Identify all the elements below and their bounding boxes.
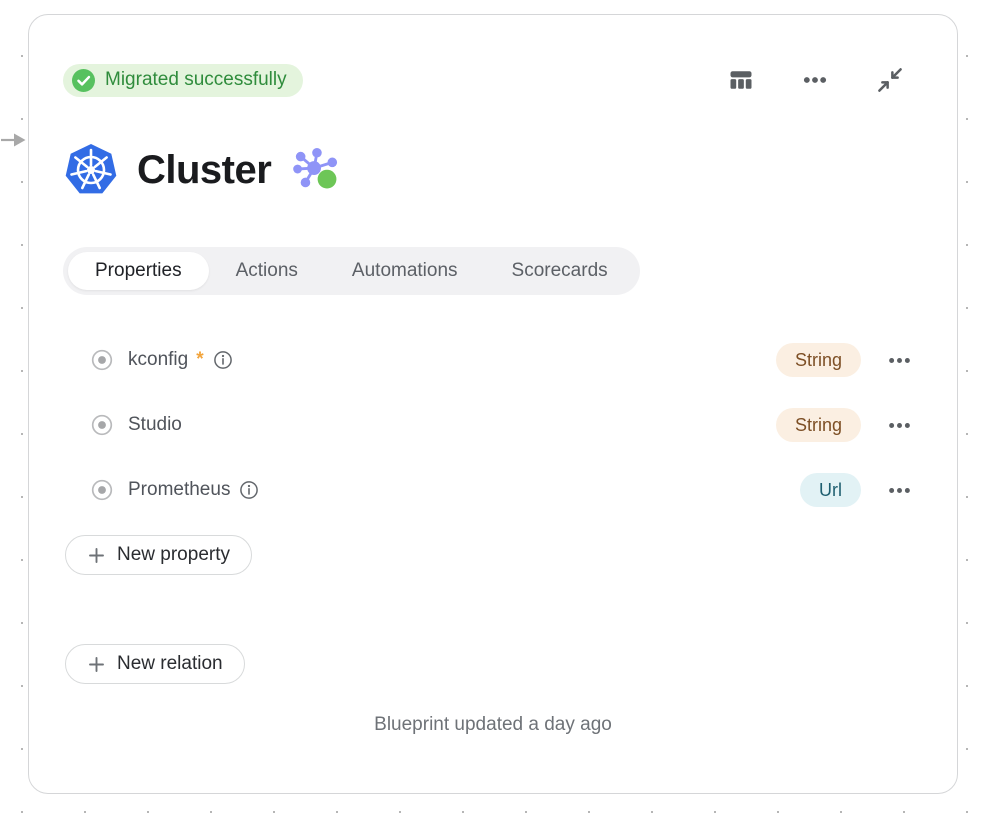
- property-bullet-icon: [91, 414, 113, 436]
- tab-properties[interactable]: Properties: [68, 252, 209, 290]
- property-name: Prometheus: [128, 479, 231, 500]
- new-relation-label: New relation: [117, 653, 223, 674]
- property-type-badge[interactable]: Url: [800, 473, 861, 507]
- kubernetes-icon: [65, 144, 117, 194]
- more-horizontal-icon: [889, 422, 910, 428]
- tab-actions[interactable]: Actions: [209, 252, 325, 290]
- status-badge-label: Migrated successfully: [105, 69, 287, 90]
- property-row-prometheus: Prometheus Url: [91, 470, 912, 510]
- property-row-kconfig: kconfig * String: [91, 340, 912, 380]
- more-horizontal-icon: [803, 77, 827, 83]
- property-name: Studio: [128, 414, 182, 435]
- property-bullet-icon: [91, 349, 113, 371]
- more-menu-button[interactable]: [799, 64, 831, 96]
- property-row-studio: Studio String: [91, 405, 912, 445]
- title-row: Cluster: [63, 141, 957, 199]
- table-columns-icon: [730, 71, 752, 89]
- blueprint-updated-text: Blueprint updated a day ago: [374, 714, 612, 735]
- status-badge: Migrated successfully: [63, 63, 303, 97]
- collapse-button[interactable]: [873, 63, 907, 97]
- tab-scorecards[interactable]: Scorecards: [485, 252, 635, 290]
- tab-bar: Properties Actions Automations Scorecard…: [63, 247, 640, 295]
- property-menu-button[interactable]: [887, 352, 912, 369]
- property-name: kconfig: [128, 349, 189, 370]
- required-marker: *: [196, 349, 204, 370]
- property-menu-button[interactable]: [887, 482, 912, 499]
- blueprint-card: Migrated successfully: [28, 14, 958, 794]
- plus-icon: [89, 547, 104, 563]
- property-menu-button[interactable]: [887, 417, 912, 434]
- info-icon[interactable]: [213, 350, 233, 370]
- edge-arrow-icon: [1, 133, 26, 147]
- more-horizontal-icon: [889, 487, 910, 493]
- info-icon[interactable]: [239, 480, 259, 500]
- new-relation-button[interactable]: New relation: [65, 644, 245, 684]
- plus-icon: [89, 656, 104, 672]
- tab-automations[interactable]: Automations: [325, 252, 485, 290]
- new-property-button[interactable]: New property: [65, 535, 252, 575]
- new-property-label: New property: [117, 544, 230, 565]
- card-header-row: Migrated successfully: [63, 63, 907, 97]
- graph-icon: [293, 147, 338, 189]
- property-type-badge[interactable]: String: [775, 343, 861, 377]
- table-view-button[interactable]: [725, 64, 757, 96]
- property-type-badge[interactable]: String: [775, 408, 861, 442]
- property-bullet-icon: [91, 479, 113, 501]
- more-horizontal-icon: [889, 357, 910, 363]
- card-toolbar: [725, 63, 907, 97]
- check-circle-icon: [72, 68, 95, 92]
- page-title: Cluster: [137, 147, 272, 192]
- collapse-icon: [878, 68, 902, 92]
- properties-list: kconfig * String: [91, 340, 912, 510]
